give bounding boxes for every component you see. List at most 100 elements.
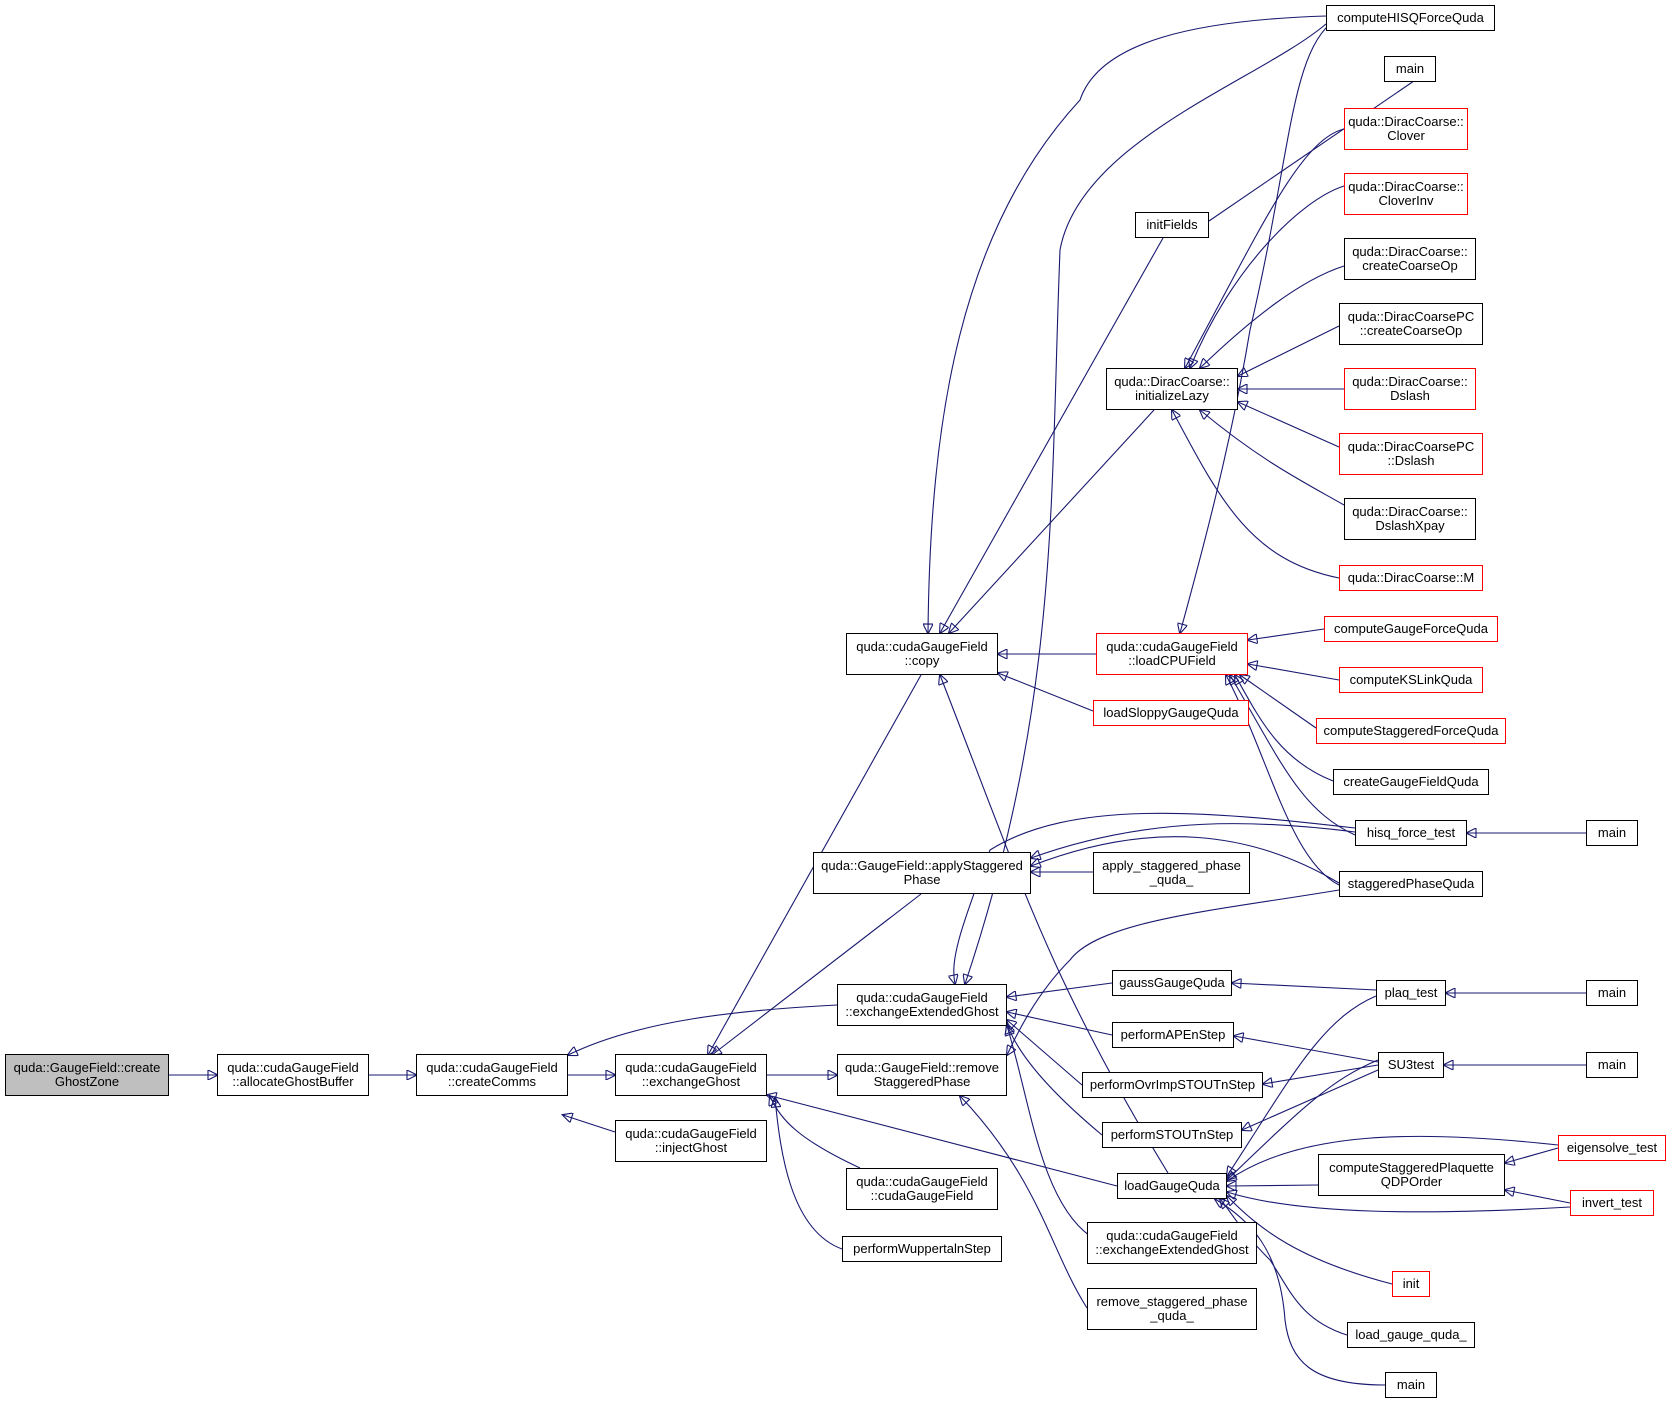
node-label: quda::cudaGaugeField ::exchangeGhost [625,1060,757,1089]
node-loadCPUField[interactable]: quda::cudaGaugeField ::loadCPUField [1096,633,1248,675]
node-createGaugeFieldQuda[interactable]: createGaugeFieldQuda [1333,769,1489,795]
node-main-top[interactable]: main [1384,56,1436,82]
edge-gauss-to-exchExt [1007,982,1113,997]
edge-kslink-to-loadCPU [1248,664,1340,681]
node-label: main [1597,985,1627,1000]
node-DslashXpay[interactable]: quda::DiracCoarse:: DslashXpay [1344,498,1476,540]
edge-exch2-to-exchExt [1007,1026,1091,1237]
node-label: quda::cudaGaugeField ::copy [856,639,988,668]
node-gaussGaugeQuda[interactable]: gaussGaugeQuda [1112,970,1232,996]
edge-sforce-to-loadCPU [1240,675,1317,729]
node-Dslash[interactable]: quda::DiracCoarse:: Dslash [1344,368,1476,410]
node-computeStaggeredForceQuda[interactable]: computeStaggeredForceQuda [1316,718,1506,744]
node-label: initFields [1146,217,1198,232]
node-computeStaggeredPlaquetteQDPOrder[interactable]: computeStaggeredPlaquette QDPOrder [1318,1154,1505,1196]
node-label: remove_staggered_phase _quda_ [1096,1294,1248,1323]
node-performOvrImpSTOUTnStep[interactable]: performOvrImpSTOUTnStep [1082,1072,1263,1098]
node-exchangeGhost[interactable]: quda::cudaGaugeField ::exchangeGhost [615,1054,767,1096]
edge-gforce-to-loadCPU [1248,628,1325,640]
edge-eigen-to-loadGauge [1227,1135,1559,1181]
node-label: quda::DiracCoarse:: createCoarseOp [1352,244,1468,273]
node-main-hisq[interactable]: main [1586,820,1638,846]
node-label: quda::DiracCoarsePC ::createCoarseOp [1347,309,1475,338]
node-label: performSTOUTnStep [1110,1127,1234,1142]
node-hisq_force_test[interactable]: hisq_force_test [1355,820,1467,846]
edge-dslashPC-to-initLazy [1238,402,1340,448]
node-createCoarseOpPC[interactable]: quda::DiracCoarsePC ::createCoarseOp [1339,303,1483,345]
node-label: init [1402,1276,1420,1291]
node-loadSloppyGaugeQuda[interactable]: loadSloppyGaugeQuda [1093,700,1249,726]
node-main-plaq[interactable]: main [1586,980,1638,1006]
node-label: loadGaugeQuda [1124,1178,1220,1193]
node-createGhostZone[interactable]: quda::GaugeField::create GhostZone [5,1054,169,1096]
edge-loadGauge-to-exchangeGhost [767,1095,1118,1187]
node-exchangeExtendedGhost-1[interactable]: quda::cudaGaugeField ::exchangeExtendedG… [837,984,1007,1026]
edge-initFields-to-copy [940,237,1164,633]
node-staggeredPhaseQuda[interactable]: staggeredPhaseQuda [1339,871,1483,897]
edge-hisqtest-to-exchExt [954,812,1356,984]
node-remove_staggered_phase_quda_[interactable]: remove_staggered_phase _quda_ [1087,1288,1257,1330]
node-initializeLazy[interactable]: quda::DiracCoarse:: initializeLazy [1106,368,1238,410]
node-label: quda::cudaGaugeField ::cudaGaugeField [856,1174,988,1203]
node-label: performWuppertalnStep [853,1241,991,1256]
node-applyStaggeredPhase[interactable]: quda::GaugeField::applyStaggered Phase [813,852,1031,894]
node-performAPEnStep[interactable]: performAPEnStep [1112,1022,1234,1048]
node-removeStaggeredPhase[interactable]: quda::GaugeField::remove StaggeredPhase [837,1054,1007,1096]
node-label: loadSloppyGaugeQuda [1103,705,1239,720]
edge-xpay-to-initLazy [1200,410,1345,506]
node-invert_test[interactable]: invert_test [1570,1190,1654,1216]
edge-staggPhase-to-remove [1007,889,1340,1055]
node-loadGaugeQuda[interactable]: loadGaugeQuda [1117,1173,1227,1199]
edge-plaq-to-loadGauge [1227,995,1377,1176]
node-CloverInv[interactable]: quda::DiracCoarse:: CloverInv [1344,173,1468,215]
node-init[interactable]: init [1392,1271,1430,1297]
node-createCoarseOp[interactable]: quda::DiracCoarse:: createCoarseOp [1344,238,1476,280]
node-label: gaussGaugeQuda [1119,975,1225,990]
node-label: load_gauge_quda_ [1355,1327,1467,1342]
node-label: apply_staggered_phase _quda_ [1102,858,1241,887]
node-label: hisq_force_test [1366,825,1456,840]
edge-hisq-to-exchExt [965,23,1327,984]
edge-createCO-to-initLazy [1200,265,1345,368]
node-label: quda::cudaGaugeField ::allocateGhostBuff… [227,1060,359,1089]
node-allocateGhostBuffer[interactable]: quda::cudaGaugeField ::allocateGhostBuff… [217,1054,369,1096]
node-computeKSLinkQuda[interactable]: computeKSLinkQuda [1339,667,1483,693]
node-eigensolve_test[interactable]: eigensolve_test [1558,1135,1666,1161]
node-DslashPC[interactable]: quda::DiracCoarsePC ::Dslash [1339,433,1483,475]
node-computeHISQForceQuda[interactable]: computeHISQForceQuda [1326,5,1495,31]
node-cudaGaugeField-ctor[interactable]: quda::cudaGaugeField ::cudaGaugeField [846,1168,998,1210]
node-label: computeHISQForceQuda [1337,10,1484,25]
node-label: main [1395,61,1425,76]
node-plaq_test[interactable]: plaq_test [1376,980,1446,1006]
edge-staggPhase-to-apply [1031,836,1340,884]
node-SU3test[interactable]: SU3test [1378,1052,1444,1078]
edge-injectGhost-to-createComms [563,1115,616,1133]
edge-su3-to-stout [1242,1069,1379,1130]
node-label: quda::DiracCoarse:: DslashXpay [1352,504,1468,533]
node-computeGaugeForceQuda[interactable]: computeGaugeForceQuda [1324,616,1498,642]
edge-exchExt-to-createComms [568,1004,838,1055]
edge-su3-to-ovr [1263,1064,1379,1084]
node-label: quda::cudaGaugeField ::createComms [426,1060,558,1089]
node-load_gauge_quda_[interactable]: load_gauge_quda_ [1347,1322,1475,1348]
edge-main-to-initFields [1208,70,1430,222]
node-label: quda::GaugeField::create GhostZone [13,1060,161,1089]
node-label: quda::cudaGaugeField ::injectGhost [625,1126,757,1155]
node-main-bottom[interactable]: main [1385,1372,1437,1398]
node-exchangeExtendedGhost-2[interactable]: quda::cudaGaugeField ::exchangeExtendedG… [1087,1222,1257,1264]
edge-hisq-to-copy [928,15,1327,633]
node-injectGhost[interactable]: quda::cudaGaugeField ::injectGhost [615,1120,767,1162]
node-DiracCoarse-M[interactable]: quda::DiracCoarse::M [1339,565,1483,591]
node-main-su3[interactable]: main [1586,1052,1638,1078]
node-Clover[interactable]: quda::DiracCoarse:: Clover [1344,108,1468,150]
node-copy[interactable]: quda::cudaGaugeField ::copy [846,633,998,675]
node-label: quda::GaugeField::remove StaggeredPhase [845,1060,999,1089]
node-performWuppertalnStep[interactable]: performWuppertalnStep [842,1236,1002,1262]
node-performSTOUTnStep[interactable]: performSTOUTnStep [1102,1122,1242,1148]
node-createComms[interactable]: quda::cudaGaugeField ::createComms [416,1054,568,1096]
node-apply_staggered_phase_quda_[interactable]: apply_staggered_phase _quda_ [1093,852,1250,894]
node-initFields[interactable]: initFields [1135,212,1209,238]
edge-su3-to-ape [1234,1036,1379,1063]
node-label: createGaugeFieldQuda [1343,774,1479,789]
node-label: quda::DiracCoarse:: Dslash [1352,374,1468,403]
